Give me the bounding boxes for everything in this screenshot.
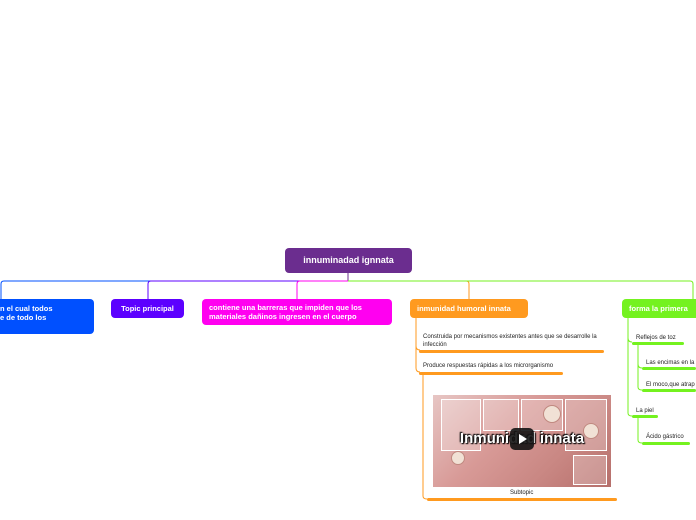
subtopic-moco[interactable]: El moco,que atrap bbox=[646, 382, 695, 388]
subtopic-underline bbox=[642, 442, 690, 445]
subtopic-respuestas[interactable]: Produce respuestas rápidas a los microrg… bbox=[423, 363, 554, 369]
diagram-panel bbox=[441, 399, 481, 451]
subtopic-construida[interactable]: Construida por mecanismos existentes ant… bbox=[423, 334, 597, 348]
subtopic-reflejos[interactable]: Reflejos de toz bbox=[636, 335, 676, 341]
subtopic-underline bbox=[419, 372, 563, 375]
subtopic-underline bbox=[632, 342, 684, 345]
play-icon[interactable] bbox=[510, 428, 534, 450]
cell-illustration bbox=[583, 423, 599, 439]
topic-principal[interactable]: Topic principal bbox=[111, 299, 184, 318]
cell-illustration bbox=[543, 405, 561, 423]
topic-inmunidad-humoral[interactable]: inmunidad humoral innata bbox=[410, 299, 528, 318]
video-thumbnail[interactable]: Inmunidad innata bbox=[433, 395, 611, 487]
subtopic-underline bbox=[642, 389, 696, 392]
diagram-panel bbox=[573, 455, 607, 485]
topic-primera[interactable]: forma la primera bbox=[622, 299, 696, 318]
topic-barreras[interactable]: contiene una barreras que impiden que lo… bbox=[202, 299, 392, 325]
cell-illustration bbox=[451, 451, 465, 465]
subtopic-underline bbox=[632, 415, 658, 418]
subtopic-underline bbox=[642, 367, 696, 370]
subtopic-underline bbox=[427, 498, 617, 501]
topic-partial-left[interactable]: n el cual todos e de todo los bbox=[0, 299, 94, 334]
subtopic-underline bbox=[419, 350, 604, 353]
diagram-panel bbox=[483, 399, 519, 431]
root-topic[interactable]: innuminadad ignnata bbox=[285, 248, 412, 273]
subtopic-encimas[interactable]: Las encimas en la bbox=[646, 360, 695, 366]
video-caption[interactable]: Subtopic bbox=[510, 490, 534, 496]
subtopic-piel[interactable]: La piel bbox=[636, 408, 654, 414]
subtopic-acido[interactable]: Ácido gástrico bbox=[646, 434, 684, 440]
